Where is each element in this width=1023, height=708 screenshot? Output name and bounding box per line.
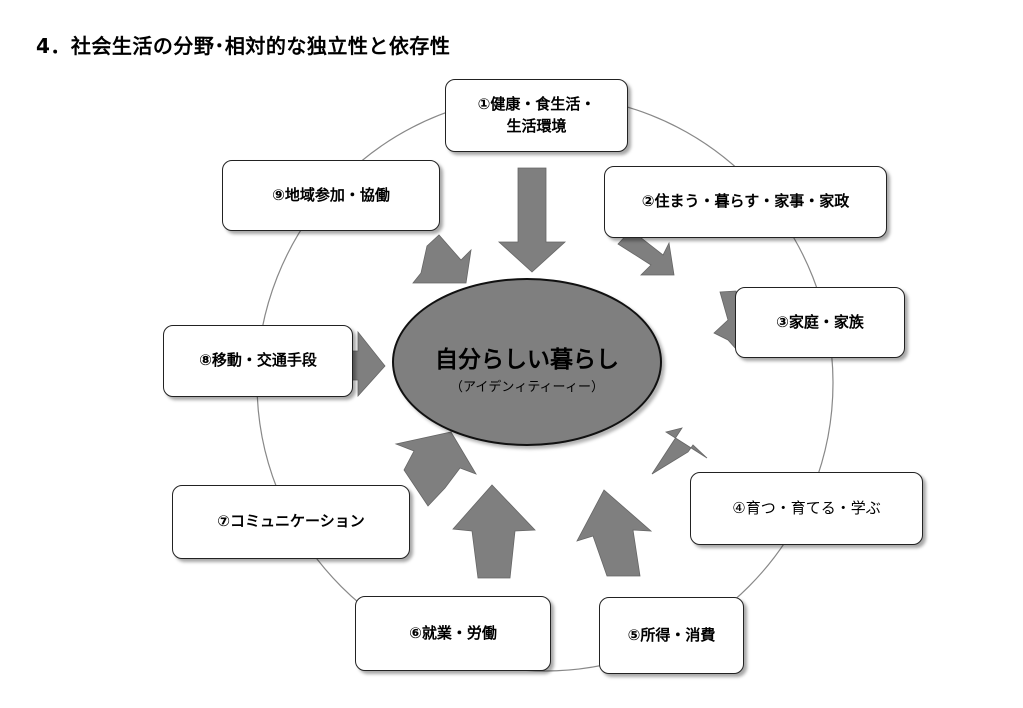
area-box-7-communication: ⑦コミュニケーション [172,485,410,559]
arrow-from-area-9 [412,234,472,284]
center-ellipse [392,278,662,446]
area-7-line-1: ⑦コミュニケーション [217,512,365,531]
arrow-from-area-5 [576,489,653,577]
area-box-2-housing: ②住まう・暮らす・家事・家政 [604,166,887,238]
area-2-line-1: ②住まう・暮らす・家事・家政 [641,192,850,211]
area-6-line-1: ⑥就業・労働 [409,623,497,642]
arrow-from-area-3 [713,290,737,351]
center-sublabel: （アイデンィティーィー） [449,380,605,395]
area-box-1-health: ①健康・食生活・ 生活環境 [445,79,628,152]
arrow-from-area-1 [497,167,567,273]
area-1-line-2: 生活環境 [506,116,567,135]
area-9-line-1: ⑨地域参加・協働 [272,185,390,204]
page-title: 4．社会生活の分野･相対的な独立性と依存性 [36,34,451,58]
area-box-3-family: ③家庭・家族 [735,287,905,358]
arrow-from-area-7 [394,431,477,507]
area-1-line-1: ①健康・食生活・ [477,94,596,113]
area-box-4-learning: ④育つ・育てる・学ぶ [690,472,923,545]
area-box-8-transportation: ⑧移動・交通手段 [163,325,353,397]
area-4-line-1: ④育つ・育てる・学ぶ [732,498,881,517]
area-8-line-1: ⑧移動・交通手段 [199,351,317,370]
arrow-from-area-4 [651,427,708,475]
area-box-9-community: ⑨地域参加・協働 [222,160,440,231]
arrow-from-area-6 [452,484,536,579]
area-box-6-employment: ⑥就業・労働 [355,596,551,671]
center-label: 自分らしい暮らし [435,347,619,373]
area-3-line-1: ③家庭・家族 [776,312,864,331]
area-box-5-income: ⑤所得・消費 [599,597,744,674]
area-5-line-1: ⑤所得・消費 [627,625,716,644]
